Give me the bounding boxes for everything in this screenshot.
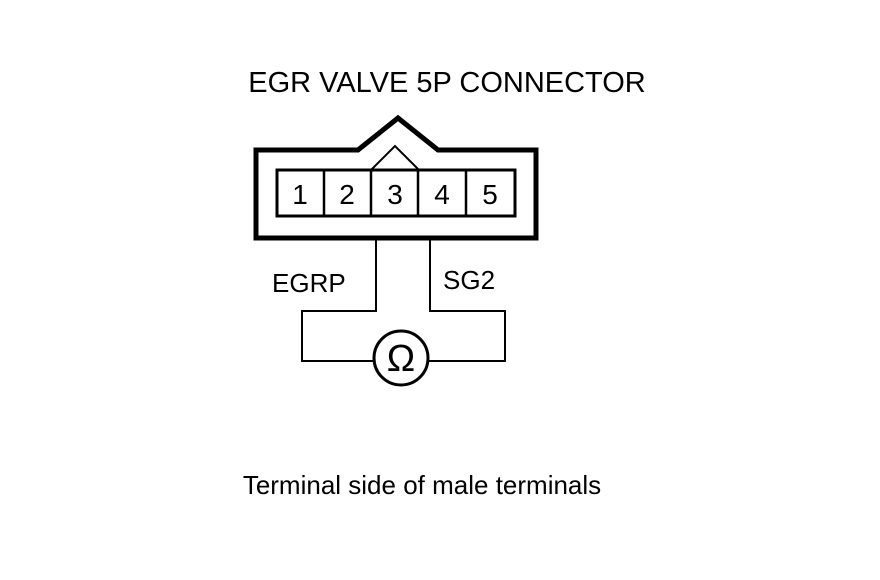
- ohm-symbol: Ω: [387, 338, 415, 380]
- wire-egrp: [301, 238, 377, 362]
- terminal-number-5: 5: [482, 179, 498, 210]
- ohmmeter-circle: [372, 329, 430, 387]
- terminal-key-notch: [370, 144, 420, 171]
- terminal-strip: [275, 168, 517, 218]
- terminal-number-2: 2: [339, 179, 355, 210]
- ohmmeter-icon: Ω: [372, 329, 430, 387]
- terminal-number-1: 1: [292, 179, 308, 210]
- diagram-caption: Terminal side of male terminals: [243, 470, 601, 500]
- terminal-number-3: 3: [387, 179, 403, 210]
- wire-sg2: [428, 238, 506, 362]
- terminal-number-4: 4: [434, 179, 450, 210]
- connector-housing: [253, 114, 539, 241]
- wire-label-sg2: SG2: [443, 265, 495, 295]
- diagram-title: EGR VALVE 5P CONNECTOR: [248, 67, 646, 99]
- wire-label-egrp: EGRP: [272, 268, 346, 298]
